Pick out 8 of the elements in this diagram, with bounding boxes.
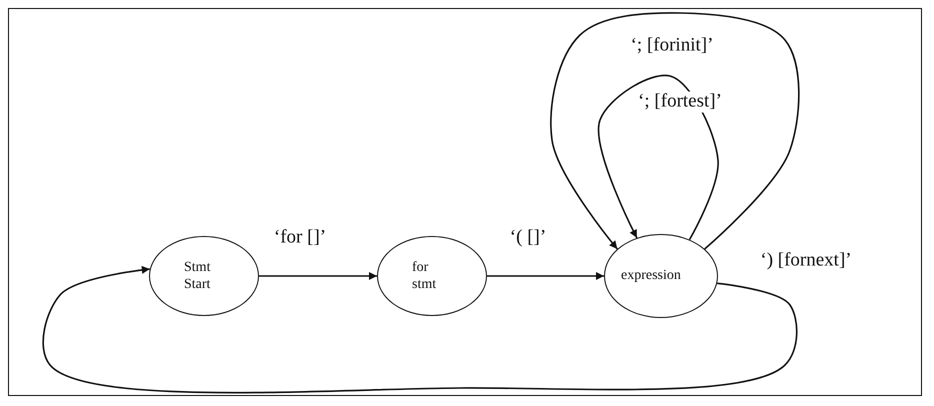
arrow: [259, 272, 377, 280]
arrow: [487, 272, 604, 280]
state-label: for stmt: [412, 258, 438, 294]
state-label: Stmt Start: [184, 258, 212, 294]
state-label: expression: [621, 267, 682, 285]
arrow: [42, 266, 798, 394]
arrow: [550, 12, 800, 250]
arrow: [598, 74, 719, 240]
